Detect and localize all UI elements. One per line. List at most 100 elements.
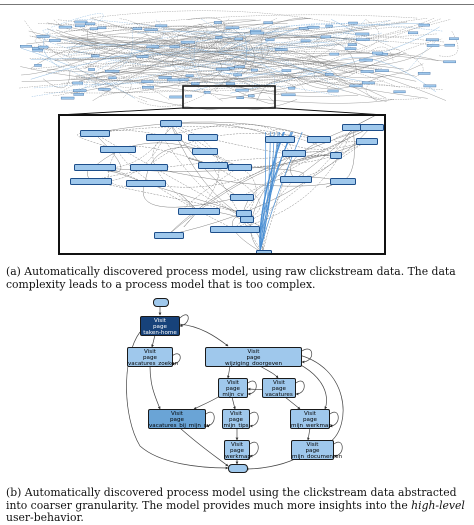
overview-edge [101,41,428,99]
zoom-node [100,146,136,153]
overview-edge [131,29,278,68]
zoom-edge [143,182,242,208]
start-node [153,298,169,307]
overview-node [251,68,258,72]
zoom-connector-lines [58,85,386,116]
node-line: Visit [227,380,239,386]
overview-edge [35,36,86,61]
overview-node [233,73,243,77]
overview-edge [46,22,182,62]
zoom-edge [240,126,372,198]
zoom-node [230,194,254,201]
node-vacatures-zoeken: Visit page vacatures_zoeken [127,347,178,367]
edge-cv-tips [231,396,236,410]
zoom-edge [89,180,244,214]
overview-node [250,31,264,35]
overview-node [213,21,222,24]
node-line: Visit [230,411,242,417]
overview-node [88,68,95,71]
node-vacatures-bij-mijn-cv: Visit page vacatures_bij_mijn_cv [148,409,210,429]
overview-node [108,76,117,80]
overview-node [60,96,75,100]
zoom-node [360,124,384,131]
zoom-node [178,208,220,215]
overview-node [426,44,440,47]
overview-node [236,96,244,99]
zoom-node [307,136,331,143]
node-line: mijn_werkmap [291,423,332,430]
overview-node [362,81,375,85]
zoom-edge [262,152,294,253]
node-line: Visit [144,349,156,355]
overview-node [300,39,311,43]
overview-edge [234,53,439,67]
zoom-region-box [182,85,276,109]
zoom-node [240,216,254,223]
zoom-node [70,178,112,185]
node-werkmap: Visit page werkmap [224,440,251,460]
overview-edge [118,59,339,80]
edge-home-zoeken [151,334,156,348]
top-rule [0,4,474,5]
overview-edge [366,79,421,100]
zoom-edge [341,126,355,182]
node-line: Visit [171,411,183,417]
overview-node [418,23,430,27]
overview-edge [227,17,310,50]
loop-zoeken [171,353,181,366]
overview-edge [54,57,130,61]
overview-edge [67,36,204,56]
node-line: Visit [247,349,260,355]
overview-node [169,45,180,49]
overview-node [184,94,193,98]
overview-node [320,35,331,39]
overview-edge [46,42,233,75]
node-line: page [230,448,244,455]
overview-node [281,93,296,97]
overview-edge [288,35,319,61]
overview-edge [172,50,234,70]
overview-edge [326,38,443,88]
zoom-highlight-edge [259,131,303,253]
overview-node [355,32,370,36]
overview-edge [188,36,201,80]
loop-home [179,314,189,327]
node-mijn-documenten: Visit page mijn_documenten [291,440,342,460]
raw-process-model-overview [18,10,459,110]
zoom-node [198,162,228,169]
zoom-node [228,164,252,171]
node-line: mijn_tips [223,423,249,430]
overview-edge [331,19,357,35]
zoom-edge [116,145,213,166]
node-line: page [246,355,261,362]
node-vacatures: Visit page vacatures [262,378,296,398]
overview-edge [191,68,336,92]
overview-edge [241,52,370,83]
overview-node [98,88,111,91]
overview-node [97,26,107,30]
overview-node [360,70,374,73]
overview-node [234,65,245,69]
overview-edge [138,95,298,110]
edge-home-wijziging [178,323,229,347]
overview-edge [173,60,262,86]
overview-edge [57,19,395,86]
overview-edge [177,25,246,47]
overview-edge [38,23,444,46]
overview-edge [30,23,424,80]
node-line: wijziging_doorgeven [224,361,283,368]
overview-node [449,37,459,40]
overview-edge [178,35,448,62]
zoom-node [146,134,182,141]
overview-node [347,43,357,46]
node-line: page [226,386,240,393]
overview-node [235,88,249,92]
overview-node [426,38,439,42]
zoom-node [80,130,110,137]
overview-edge [236,56,355,74]
overview-node [132,27,143,30]
overview-edge [118,18,154,58]
overview-edge [123,55,315,64]
node-wijziging-doorgeven: Visit page wijziging_doorgeven [205,347,302,367]
overview-node [375,69,389,72]
